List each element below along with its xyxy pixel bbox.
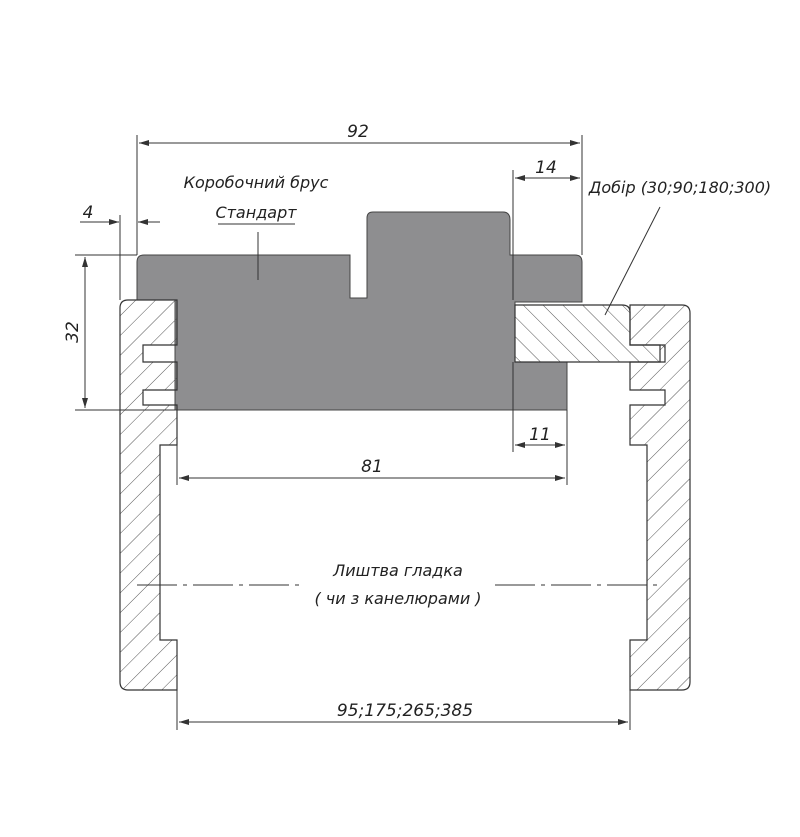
door-frame-profile: [136, 211, 583, 411]
dim-left-offset: 4: [83, 203, 94, 223]
extension-label: Добір (30;90;180;300): [588, 178, 771, 197]
dim-extension-bottom: 11: [529, 425, 551, 445]
casing-label-line1: Лиштва гладка: [332, 561, 463, 580]
dim-height: 32: [63, 321, 83, 343]
casing-label-line2: ( чи з канелюрами ): [314, 589, 481, 608]
dim-extension-offset: 14: [535, 158, 557, 178]
left-casing: [119, 299, 178, 691]
frame-label-line1: Коробочний брус: [184, 173, 329, 192]
dim-casing-widths: 95;175;265;385: [337, 701, 473, 721]
dimension-lines: [75, 135, 661, 730]
dim-inner-width: 81: [361, 457, 383, 477]
frame-label-line2: Стандарт: [215, 203, 297, 222]
right-casing: [629, 304, 691, 691]
dim-total-width: 92: [347, 122, 369, 142]
